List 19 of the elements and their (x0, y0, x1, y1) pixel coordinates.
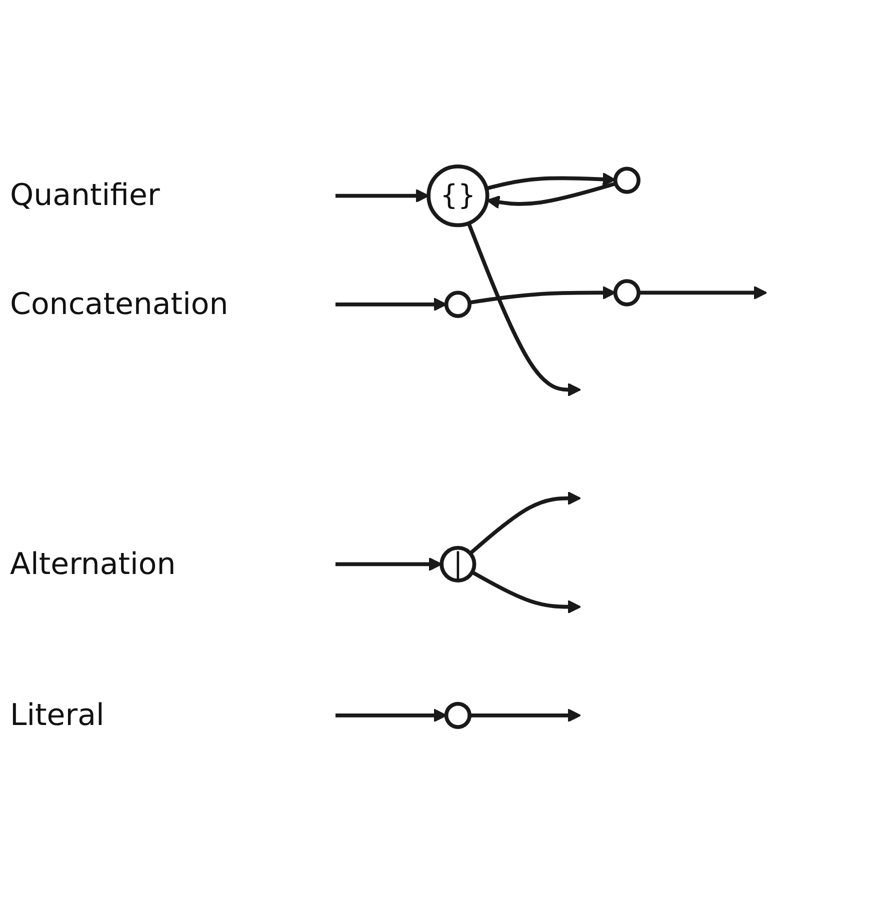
row-label: Concatenation (10, 286, 228, 322)
circle-node (613, 166, 640, 194)
circle-node (444, 702, 472, 729)
row-label: Alternation (10, 546, 176, 582)
arrow (466, 222, 582, 396)
circle-node: | (440, 546, 476, 582)
arrow (335, 708, 447, 722)
arrow (469, 491, 582, 555)
arrow (470, 708, 582, 722)
circle-node: {} (426, 164, 490, 228)
circle-node (444, 290, 472, 318)
arrow (469, 286, 616, 304)
row-label: Quantifier (10, 178, 160, 214)
arrow (638, 286, 768, 300)
arrow (335, 298, 447, 312)
arrow (486, 172, 616, 190)
circle-node (613, 279, 640, 306)
row-label: Literal (10, 698, 104, 733)
arrow (471, 570, 582, 614)
